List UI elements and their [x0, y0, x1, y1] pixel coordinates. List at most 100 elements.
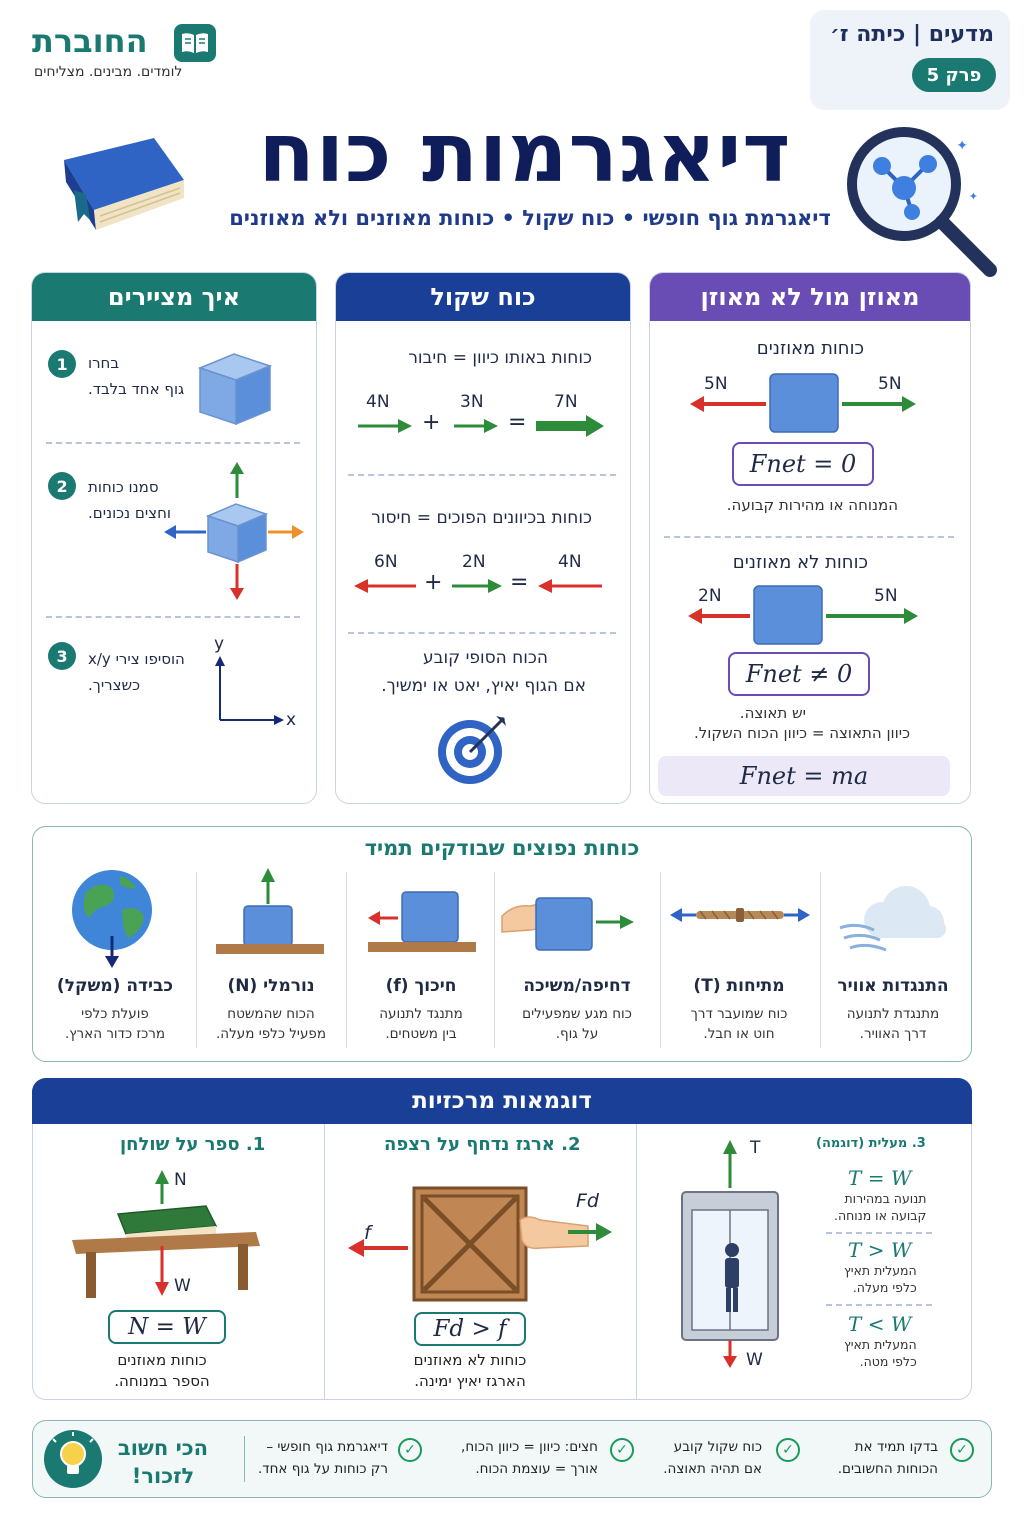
step-1-line2: גוף אחד בלבד. — [88, 380, 185, 398]
footer-item-3: חצים: כיוון = כיוון הכוח, אורך = עוצמת ה… — [461, 1439, 598, 1477]
force-desc-tension: כוח שמועבר דרך חוט או חבל. — [690, 1006, 788, 1042]
force-desc-gravity: פועלת כלפי מרכז כדור הארץ. — [64, 1006, 166, 1042]
example-elevator-title: 3. מעלית (דוגמה) — [816, 1136, 926, 1151]
example-book-title: 1. ספר על שולחן — [120, 1134, 266, 1155]
balanced-net-formula: Fnet = 0 — [732, 442, 874, 486]
tension-rope-icon — [670, 908, 810, 922]
elevator-case-3-formula: T < W — [848, 1312, 912, 1336]
elevator-case-3-desc: המעלית תאיץ כלפי מטה. — [844, 1337, 917, 1369]
step-3-line1: הוסיפו צירי x/y — [88, 650, 185, 668]
step-3-number: 3 — [48, 642, 76, 670]
constant-force-line2: אם הגוף יאיץ, יאט או ימשיך. — [381, 676, 586, 696]
step-1-line1: בחרו — [88, 354, 120, 372]
examples-heading: דוגמאות מרכזיות — [32, 1078, 972, 1124]
normal-force-block-icon — [216, 868, 324, 954]
remember-title: הכי חשוב לזכור! — [117, 1436, 209, 1488]
force-name-push-pull: דחיפה/משיכה — [523, 976, 631, 996]
opposite-direction-arrows — [354, 579, 602, 593]
air-resistance-cloud-icon — [839, 886, 946, 952]
book-formula: N = W — [108, 1310, 226, 1344]
elevator-case-1-desc: תנועה במהירות קבועה או מנוחה. — [834, 1191, 927, 1223]
check-icon: ✓ — [610, 1438, 634, 1462]
step-2-number: 2 — [48, 472, 76, 500]
example-crate-title: 2. ארגז נדחף על רצפה — [384, 1134, 581, 1155]
crate-push-label: Fd — [576, 1190, 599, 1212]
book-on-table-diagram — [72, 1170, 260, 1298]
book-logo-icon — [174, 24, 216, 62]
balanced-unbalanced-panel: מאוזן מול לא מאוזן — [649, 272, 971, 804]
opposite-direction-title: כוחות בכיוונים הפוכים = חיסור — [371, 508, 592, 528]
crate-formula: Fd > f — [414, 1312, 526, 1346]
opposite-force-b: 2N — [462, 552, 486, 572]
same-direction-plus: + — [422, 410, 441, 435]
howto-panel-heading: איך מציירים — [32, 273, 316, 321]
target-icon — [438, 716, 506, 784]
cube-icon — [197, 353, 273, 426]
crate-pushed-diagram — [348, 1186, 612, 1302]
force-desc-normal: הכוח שהמשטח מפעיל כלפי מעלה. — [216, 1006, 326, 1042]
balanced-panel-heading: מאוזן מול לא מאוזן — [650, 273, 970, 321]
balanced-note: המנוחה או מהירות קבועה. — [726, 496, 898, 514]
crate-friction-label: f — [364, 1222, 371, 1244]
subject-label: מדעים — [928, 22, 994, 47]
step-2-line2: וחצים נכונים. — [88, 504, 171, 522]
force-name-air-resistance: התנגדות אוויר — [837, 976, 949, 996]
balanced-forces-diagram — [690, 373, 916, 433]
force-name-normal: נורמלי (N) — [227, 976, 315, 996]
force-name-friction: חיכוך (f) — [385, 976, 457, 996]
footer-item-4: דיאגרמת גוף חופשי – רק כוחות על גוף אחד. — [257, 1439, 388, 1477]
force-name-gravity: כבידה (משקל) — [56, 976, 174, 996]
elevator-case-1-formula: T = W — [848, 1166, 912, 1190]
same-direction-equals: = — [508, 410, 527, 435]
force-desc-air-resistance: מתנגדת לתנועה דרך האוויר. — [846, 1006, 940, 1042]
lightbulb-icon — [44, 1430, 102, 1488]
elevator-case-2-formula: T > W — [848, 1238, 912, 1262]
elevator-diagram — [681, 1140, 779, 1368]
balanced-left-force-label: 5N — [704, 374, 728, 394]
brand-tagline: לומדים. מבינים. מצליחים — [34, 64, 183, 80]
unbalanced-forces-diagram — [688, 585, 918, 645]
unbalanced-note-acceleration: יש תאוצה. — [739, 704, 806, 722]
opposite-force-a: 6N — [374, 552, 398, 572]
balanced-right-force-label: 5N — [878, 374, 902, 394]
balanced-forces-title: כוחות מאוזנים — [756, 338, 864, 359]
opposite-plus: + — [424, 570, 443, 595]
xy-axes-icon — [215, 656, 284, 725]
unbalanced-left-force-label: 2N — [698, 586, 722, 606]
footer-item-1: בדקו תמיד את הכוחות החשובים. — [837, 1439, 938, 1477]
check-icon: ✓ — [950, 1438, 974, 1462]
axis-x-label: x — [286, 710, 297, 730]
subject-grade-line: מדעים | כיתה ז׳ — [829, 22, 994, 47]
constant-force-line1: הכוח הסופי קובע — [423, 648, 548, 668]
svg-text:✦: ✦ — [969, 190, 978, 203]
common-forces-section — [32, 826, 972, 1062]
elevator-weight-label: W — [746, 1350, 763, 1370]
opposite-equals: = — [510, 570, 529, 595]
same-direction-arrows — [358, 415, 604, 437]
page-title: דיאגרמות כוח — [258, 106, 792, 201]
force-desc-push-pull: כוח מגע שמפעילים על גוף. — [522, 1006, 632, 1042]
brand-name: החוברת — [32, 22, 148, 60]
force-name-tension: מתיחות (T) — [693, 976, 785, 996]
unbalanced-right-force-label: 5N — [874, 586, 898, 606]
free-body-cube-diagram — [164, 462, 304, 600]
same-direction-sum: 7N — [554, 392, 578, 412]
common-forces-title: כוחות נפוצים שבודקים תמיד — [364, 836, 640, 860]
elevator-case-2-desc: המעלית תאיץ כלפי מעלה. — [844, 1263, 917, 1295]
friction-block-icon — [368, 891, 476, 952]
step-1-number: 1 — [48, 350, 76, 378]
check-icon: ✓ — [398, 1438, 422, 1462]
elevator-tension-label: T — [750, 1138, 761, 1158]
resultant-force-panel: כוח שקול — [335, 272, 631, 804]
same-direction-force-b: 3N — [460, 392, 484, 412]
unbalanced-net-formula: Fnet ≠ 0 — [728, 652, 870, 696]
axis-y-label: y — [214, 634, 225, 654]
grade-label: כיתה ז׳ — [829, 22, 906, 47]
opposite-result: 4N — [558, 552, 582, 572]
blue-book-icon — [64, 138, 184, 230]
same-direction-force-a: 4N — [366, 392, 390, 412]
newton-second-law-formula: Fnet = ma — [658, 756, 950, 796]
book-caption: כוחות מאוזנים הספר במנוחה. — [114, 1351, 210, 1390]
step-2-line1: סמנו כוחות — [88, 478, 159, 496]
unbalanced-note-direction: כיוון התאוצה = כיוון הכוח השקול. — [693, 724, 910, 742]
